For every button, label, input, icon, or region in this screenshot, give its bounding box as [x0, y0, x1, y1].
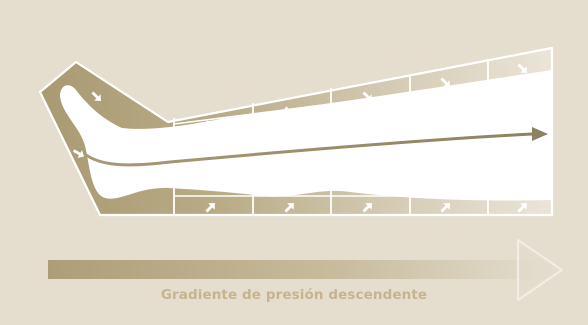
pressure-arrows-bottom [205, 203, 527, 213]
gradient-bar-arrow [48, 239, 563, 301]
arrow-down-right-icon [362, 91, 372, 101]
gradient-caption: Gradiente de presión descendente [160, 287, 428, 303]
arrow-down-right-icon [91, 91, 101, 101]
arrow-up-right-icon [517, 203, 527, 213]
foot-pressure-arrow [72, 149, 85, 158]
arrow-right-icon [532, 127, 548, 141]
arrow-up-right-icon [362, 203, 372, 213]
arrow-up-right-icon [205, 203, 215, 213]
arrow-down-right-icon [517, 63, 527, 73]
upper-chamber-line [173, 75, 553, 125]
arrow-down-right-icon [440, 77, 450, 87]
flow-arrow [78, 127, 548, 167]
arrow-up-right-icon [440, 203, 450, 213]
arrow-right-icon [517, 239, 563, 301]
arrow-up-right-icon [284, 203, 294, 213]
arrow-down-right-icon [284, 106, 294, 116]
pressure-arrows-top [91, 63, 527, 130]
arrow-down-right-icon [72, 149, 85, 158]
arrow-down-right-icon [205, 120, 215, 130]
leg-silhouette [60, 70, 552, 201]
